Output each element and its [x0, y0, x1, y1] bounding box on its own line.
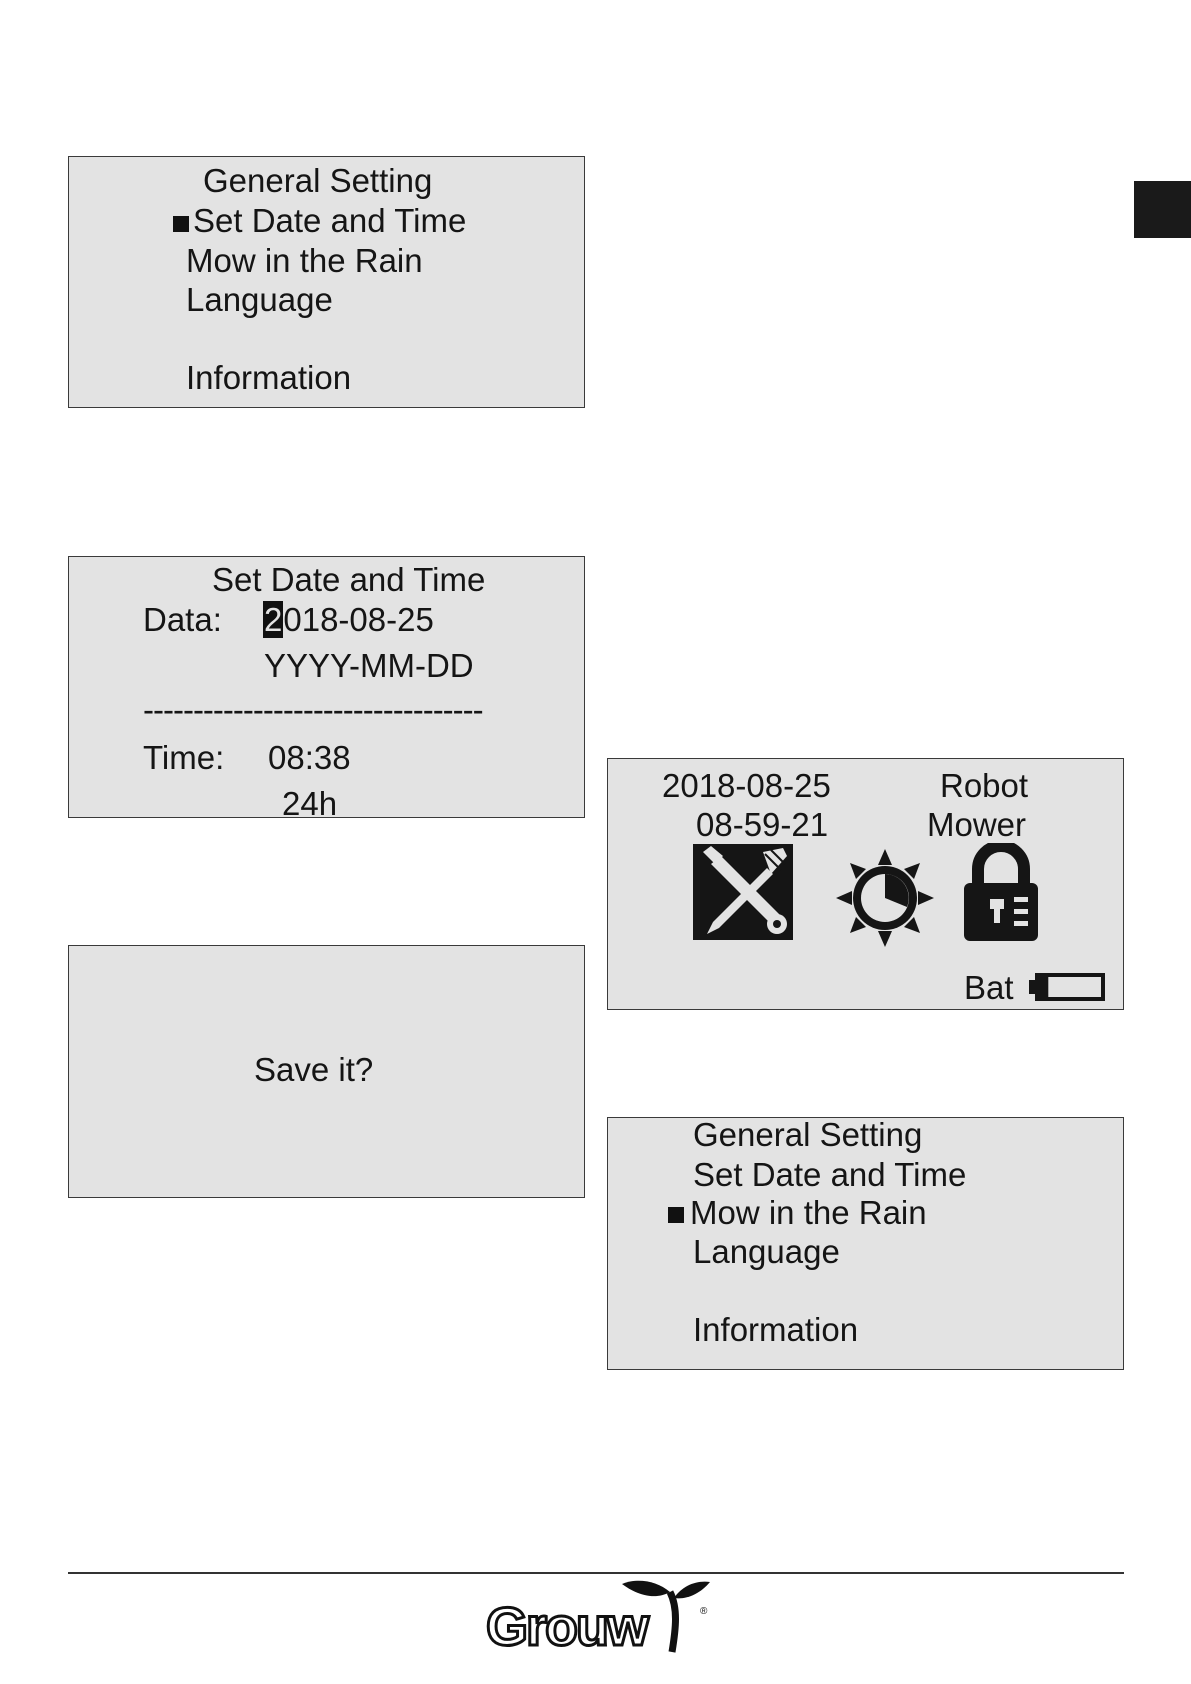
tools-icon[interactable] — [693, 844, 793, 940]
divider-line: ---------------------------------- — [143, 693, 483, 726]
menu-item-language[interactable]: Language — [693, 1235, 840, 1268]
time-format: 24h — [282, 787, 337, 818]
selection-marker — [668, 1207, 684, 1223]
menu-title: General Setting — [693, 1118, 922, 1151]
battery-icon — [1029, 971, 1107, 1003]
menu-item-information[interactable]: Information — [693, 1313, 858, 1346]
footer-rule — [68, 1572, 1124, 1574]
general-setting-screen-rain: General Setting Set Date and Time Mow in… — [607, 1117, 1124, 1370]
save-prompt: Save it? — [254, 1053, 373, 1086]
page-tab-marker — [1134, 181, 1191, 238]
screen-title: Set Date and Time — [212, 563, 485, 596]
menu-item-information[interactable]: Information — [186, 361, 351, 394]
menu-item-set-date-time[interactable]: Set Date and Time — [193, 204, 466, 237]
lock-icon[interactable] — [960, 843, 1042, 943]
brand-logo: Grouw ® — [486, 1578, 712, 1658]
status-time: 08-59-21 — [696, 808, 828, 841]
menu-item-set-date-time[interactable]: Set Date and Time — [693, 1158, 966, 1191]
save-confirm-screen: Save it? — [68, 945, 585, 1198]
status-date: 2018-08-25 — [662, 769, 831, 802]
svg-text:®: ® — [700, 1606, 708, 1617]
time-label: Time: — [143, 741, 224, 774]
battery-fill — [1039, 977, 1048, 997]
date-label: Data: — [143, 603, 222, 636]
set-date-time-screen: Set Date and Time Data: 2018-08-25 YYYY-… — [68, 556, 585, 818]
device-name-line2: Mower — [927, 808, 1026, 841]
date-value-rest: 018-08-25 — [283, 601, 433, 638]
date-cursor: 2 — [263, 601, 283, 638]
menu-item-mow-in-rain[interactable]: Mow in the Rain — [690, 1196, 927, 1229]
sprout-icon: ® — [486, 1578, 712, 1658]
menu-title: General Setting — [203, 164, 432, 197]
battery-label: Bat — [964, 971, 1014, 1004]
date-value[interactable]: 2018-08-25 — [263, 603, 434, 636]
home-status-screen: 2018-08-25 08-59-21 Robot Mower — [607, 758, 1124, 1010]
sun-timer-icon[interactable] — [836, 849, 934, 947]
time-value[interactable]: 08:38 — [268, 741, 351, 774]
menu-item-mow-in-rain[interactable]: Mow in the Rain — [186, 244, 423, 277]
device-name-line1: Robot — [940, 769, 1028, 802]
selection-marker — [173, 216, 189, 232]
date-format: YYYY-MM-DD — [264, 649, 474, 682]
general-setting-screen: General Setting Set Date and Time Mow in… — [68, 156, 585, 408]
menu-item-language[interactable]: Language — [186, 283, 333, 316]
